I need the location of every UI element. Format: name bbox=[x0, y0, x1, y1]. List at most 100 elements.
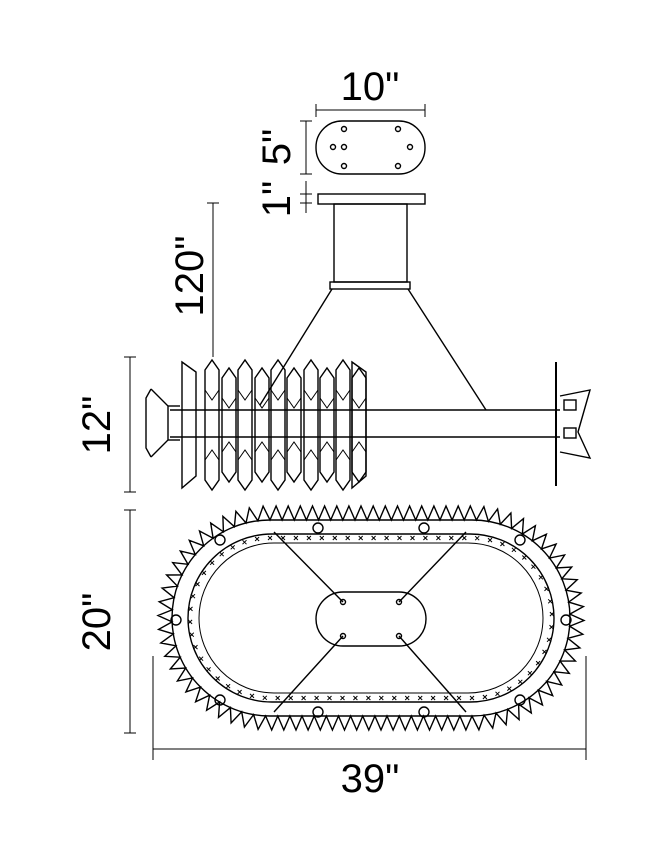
crystal bbox=[351, 366, 367, 484]
bead bbox=[195, 581, 200, 587]
crystal bbox=[237, 358, 253, 492]
bead bbox=[527, 670, 533, 676]
bead bbox=[262, 695, 268, 701]
light-socket bbox=[214, 534, 226, 546]
bead bbox=[487, 537, 493, 543]
bead bbox=[193, 644, 198, 650]
bead bbox=[546, 637, 552, 643]
crystal-cluster bbox=[181, 358, 367, 492]
bead bbox=[353, 695, 358, 701]
bead bbox=[410, 535, 415, 541]
bead bbox=[189, 632, 195, 638]
bead bbox=[542, 649, 547, 655]
light-socket bbox=[514, 534, 526, 546]
crystal-facet bbox=[254, 397, 270, 453]
fixture-side-view bbox=[145, 358, 592, 492]
bead bbox=[495, 691, 500, 697]
suspension-cables bbox=[259, 288, 487, 411]
bead bbox=[230, 544, 236, 550]
bead bbox=[436, 535, 441, 541]
canopy-depth-label: 5" bbox=[255, 129, 299, 165]
bead bbox=[187, 619, 193, 625]
bead bbox=[340, 695, 345, 701]
bead bbox=[242, 539, 247, 545]
bead bbox=[549, 624, 554, 630]
canopy-width-dimension: 10" bbox=[315, 65, 426, 117]
bead bbox=[391, 695, 397, 701]
crystal-facet bbox=[204, 389, 220, 461]
bead bbox=[267, 535, 273, 541]
crystal bbox=[204, 358, 220, 492]
bead bbox=[314, 695, 319, 701]
canopy-height-label: 1" bbox=[255, 181, 299, 217]
crystal bbox=[221, 366, 237, 484]
canopy-top-view bbox=[315, 120, 426, 175]
bead bbox=[430, 695, 436, 701]
bead bbox=[219, 551, 225, 557]
light-socket bbox=[170, 614, 182, 626]
bead bbox=[293, 535, 299, 541]
bead bbox=[456, 695, 462, 701]
bead bbox=[378, 695, 384, 701]
crystal bbox=[270, 358, 286, 492]
bead bbox=[190, 593, 196, 599]
crystal-panel bbox=[181, 360, 197, 490]
bead bbox=[469, 695, 475, 701]
crystal-facet bbox=[335, 389, 351, 461]
light-socket bbox=[312, 522, 324, 534]
bead bbox=[332, 535, 338, 541]
fixture-length-dimension: 39" bbox=[152, 656, 587, 801]
fixture-height-label: 12" bbox=[75, 396, 119, 455]
bead bbox=[215, 676, 221, 681]
light-socket bbox=[560, 614, 572, 626]
fixture-top-view bbox=[156, 504, 586, 732]
canopy-width-label: 10" bbox=[341, 65, 400, 109]
bead bbox=[345, 535, 351, 541]
bead bbox=[531, 564, 536, 570]
light-socket bbox=[214, 694, 226, 706]
crystal-facet bbox=[319, 397, 335, 453]
bead bbox=[225, 683, 231, 689]
bead bbox=[404, 695, 410, 701]
crystal bbox=[286, 366, 302, 484]
light-socket bbox=[418, 706, 430, 718]
drop-label: 120" bbox=[168, 236, 212, 317]
light-socket bbox=[312, 706, 324, 718]
canopy-depth-dimension: 5" bbox=[255, 120, 312, 175]
bead bbox=[301, 695, 306, 701]
bead bbox=[500, 541, 505, 547]
bead bbox=[423, 535, 428, 541]
bead bbox=[206, 666, 211, 672]
light-socket bbox=[418, 522, 430, 534]
bead bbox=[306, 535, 312, 541]
crystal-panel bbox=[351, 360, 367, 490]
crystal bbox=[303, 358, 319, 492]
bead bbox=[511, 547, 517, 553]
bead bbox=[371, 535, 376, 541]
bead bbox=[538, 574, 544, 580]
light-ring bbox=[170, 522, 572, 718]
bead bbox=[188, 606, 193, 612]
bead bbox=[482, 694, 488, 700]
crystal-facet bbox=[270, 389, 286, 461]
bead bbox=[474, 535, 480, 541]
bead-row bbox=[187, 535, 555, 701]
left-end-cap bbox=[145, 388, 180, 458]
bead bbox=[521, 555, 527, 560]
bead bbox=[517, 679, 523, 685]
fixture-length-label: 39" bbox=[341, 757, 400, 801]
crystal-facet bbox=[237, 389, 253, 461]
crystal-facet bbox=[303, 389, 319, 461]
bead bbox=[275, 695, 281, 701]
bead bbox=[549, 611, 555, 617]
bead bbox=[358, 535, 364, 541]
crystal-ring bbox=[156, 504, 586, 732]
bead bbox=[327, 695, 332, 701]
bead bbox=[201, 570, 207, 576]
bead bbox=[366, 695, 371, 701]
crystal bbox=[254, 366, 270, 484]
crystal-facet bbox=[351, 397, 367, 453]
right-end-cap bbox=[555, 362, 592, 486]
bead bbox=[288, 695, 294, 701]
